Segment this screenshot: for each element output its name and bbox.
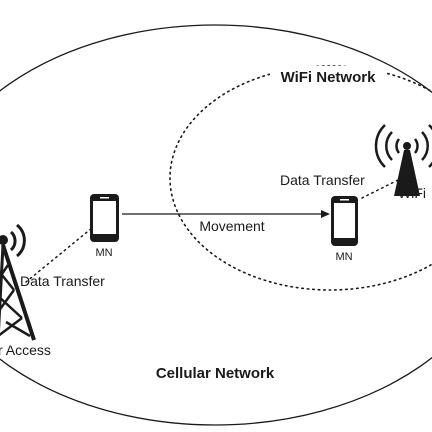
cellular-network-label: Cellular Network: [156, 365, 275, 382]
wifi-network-label: WiFi Network: [281, 69, 377, 86]
cellular-access-label: r Access: [0, 342, 51, 358]
data-transfer-cell-label: Data Transfer: [20, 273, 105, 289]
smartphone-icon: [331, 196, 358, 246]
data-transfer-wifi-label: Data Transfer: [280, 172, 365, 188]
movement-label: Movement: [199, 218, 264, 234]
wifi-link-dotted: [361, 179, 399, 199]
mn-left-label: MN: [95, 247, 112, 259]
mn-right-label: MN: [335, 251, 352, 263]
cell-tower-icon: [0, 223, 36, 341]
cellular-network-boundary: [0, 24, 432, 426]
wifi-tower-icon: [374, 124, 432, 196]
cell-link-dotted: [25, 227, 93, 283]
smartphone-icon: [90, 194, 119, 242]
movement-arrowhead: [321, 210, 330, 218]
wifi-network-label-bg: [270, 66, 386, 86]
wifi-ap-label: WiFi: [398, 185, 426, 201]
